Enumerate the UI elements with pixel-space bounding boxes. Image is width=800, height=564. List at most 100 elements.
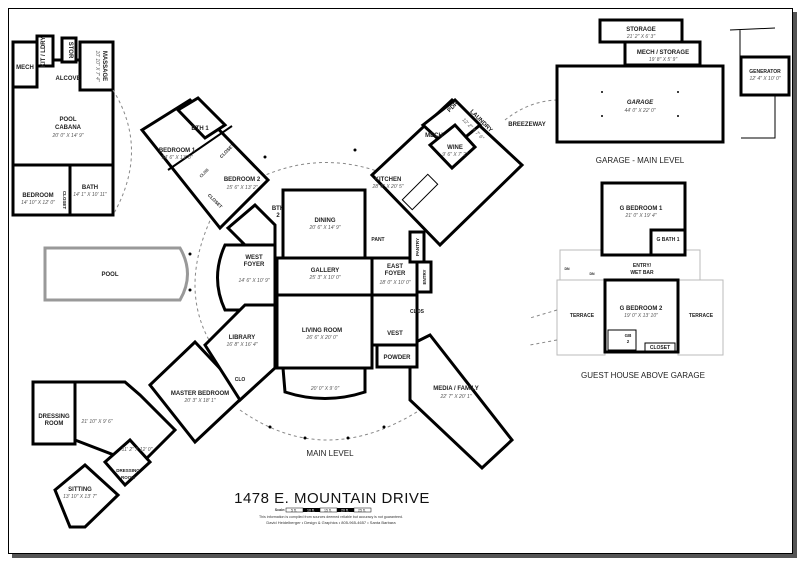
room-entry-wet-bar-line1: ENTRY/ [633,263,652,269]
room-bedroom-2: BEDROOM 2 [224,177,261,183]
room-pool-cabana-line2: CABANA [55,125,82,131]
room-g-bedroom-1: G BEDROOM 1 [620,206,663,212]
terrace-left: TERRACE [570,313,595,319]
room-mech-storage: MECH / STORAGE [637,50,689,56]
room-massage-dims: 10' 10" X 7' 4" [94,50,100,81]
scale-seg-1: 5 ft. [291,509,297,513]
room-master-bath2-dims: 11' 2" X 12' 0" [122,447,153,453]
pool-label: POOL [101,272,118,278]
room-bth-2-line1: BTH [272,206,284,212]
room-bth-2-line2: 2 [276,213,280,219]
room-g-bedroom-2: G BEDROOM 2 [620,306,663,312]
room-gb-2-line2: 2 [627,339,630,344]
scale-seg-5: 25 ft. [358,509,366,513]
room-massage: MASSAGE [101,51,107,81]
rotunda-arc-bottom [239,409,421,441]
room-master: MASTER BEDROOM [171,391,229,397]
room-east-foyer-line2: FOYER [385,271,406,277]
room-dining-dims: 20' 6" X 14' 9" [308,225,340,231]
room-closet: CLOSET [62,191,67,210]
room-west-foyer-line2: FOYER [244,262,265,268]
room-west-foyer-dims: 14' 6" X 10' 9" [238,278,269,284]
room-bedroom-1: BEDROOM 1 [159,148,196,154]
disclaimer: This information is compiled from source… [259,515,403,519]
room-bath-dims: 14' 1" X 10' 11" [73,192,107,198]
room-bath: BATH [82,185,98,191]
room-generator: GENERATOR [749,69,781,75]
garage-level: STORAGE 21' 2" X 6' 3" MECH / STORAGE 19… [555,18,791,144]
terrace-right: TERRACE [689,313,714,319]
room-clos: CLOS [198,167,210,179]
garage-level-label: GARAGE - MAIN LEVEL [596,156,685,165]
room-mech-storage-dims: 19' 8" X 5' 9" [649,57,677,63]
room-library-dims: 16' 8" X 16' 4" [226,342,257,348]
room-dining: DINING [315,218,336,224]
room-dressing-1-line2: ROOM [45,421,64,427]
room-vest: VEST [387,331,403,337]
room-garage-dims: 44' 0" X 22' 0" [624,108,655,114]
property-title: 1478 E. MOUNTAIN DRIVE [234,490,430,507]
room-sitting-dims: 13' 10" X 13' 7" [63,494,97,500]
scale-seg-3: 15 ft. [324,509,332,513]
room-g-bedroom-1-dims: 21' 0" X 19' 4" [624,213,656,219]
room-media-dims: 22' 7" X 20' 1" [439,394,471,400]
room-mech: MECH [16,65,34,71]
room-g-closet: CLOSET [650,345,670,351]
room-g-bath-1: G BATH 1 [657,237,680,243]
pool-cabana: MECH KIT / LDRY STOR ALCOVE MASSAGE 10' … [11,34,132,217]
room-bedroom-dims: 14' 10" X 12' 0" [21,200,55,206]
central-core: DINING 20' 6" X 14' 9" GALLERY 25' 3" X … [203,188,433,403]
room-bedroom-2-dims: 15' 6" X 13' 2" [226,185,257,191]
guest-house-label: GUEST HOUSE ABOVE GARAGE [581,371,705,380]
breezeway-label: BREEZEWAY [508,122,545,128]
room-master-bath-dims: 21' 10" X 9' 6" [80,419,112,425]
kitchen-wing: KITCHEN 28' 0" X 20' 5" MECH WINE 9' 6" … [369,97,561,248]
room-g-bedroom-2-dims: 19' 0" X 13' 10" [624,313,658,319]
room-sitting: SITTING [68,487,92,493]
pool [43,246,189,302]
rotunda-arc-left [194,209,216,351]
room-kitchen: KITCHEN [375,177,402,183]
room-storage: STORAGE [626,27,656,33]
room-mech-main: MECH [425,133,443,139]
room-living-dims: 26' 6" X 20' 0" [305,335,337,341]
credits: David Heidelberger • Design & Graphics •… [266,520,396,525]
room-pantry: PANTRY [415,238,420,256]
room-media: MEDIA / FAMILY [433,386,479,392]
bedroom-wing: BEDROOM 1 14' 6" X 13' 0" BTH 1 CLOSET C… [139,96,284,252]
room-bedroom-1-dims: 14' 6" X 13' 0" [161,155,192,161]
room-powder: POWDER [384,355,412,361]
room-gb-2-line1: GB [625,333,633,338]
room-dressing-1-line1: DRESSING [38,414,70,420]
media-wing: MEDIA / FAMILY 22' 7" X 20' 1" [408,333,515,471]
scale-label: Scale: [275,508,286,512]
room-kit-ldry: KIT / LDRY [41,37,47,68]
room-pool-cabana-line1: POOL [59,117,76,123]
room-bth-1: BTH 1 [191,126,209,132]
room-pant: PANT [371,237,384,243]
room-clos-east: CLOS [410,309,425,315]
scale-bar: Scale: 5 ft. 10 ft. 15 ft. 20 ft. 25 ft. [275,507,372,513]
room-generator-dims: 12' 4" X 10' 0" [749,76,780,82]
room-east-foyer-line1: EAST [387,264,403,270]
stair-dn-1: DN [564,267,570,271]
room-kitchen-dims: 28' 0" X 20' 5" [371,184,403,190]
room-storage-dims: 21' 2" X 6' 3" [626,34,655,40]
main-level-label: MAIN LEVEL [306,449,354,458]
room-wine: WINE [447,145,463,151]
scale-seg-4: 20 ft. [341,509,349,513]
room-wine-dims: 9' 6" X 7' 2" [442,152,468,158]
room-master-dims: 20' 3" X 18' 1" [183,398,215,404]
room-entry: ENTRY [422,269,427,284]
room-pool-cabana-dims: 20' 0" X 14' 9" [51,133,83,139]
room-bay-dims: 20' 0" X 9' 0" [310,386,339,392]
stair-dn-2: DN [589,272,595,276]
room-stor: STOR [67,42,73,59]
room-clo: CLO [235,377,246,383]
room-bedroom: BEDROOM [22,193,53,199]
room-garage: GARAGE [627,100,654,106]
room-alcove: ALCOVE [55,76,80,82]
master-wing: MASTER BEDROOM 20' 3" X 18' 1" DRESSING … [31,339,248,529]
room-entry-wet-bar-line2: WET BAR [630,270,654,276]
